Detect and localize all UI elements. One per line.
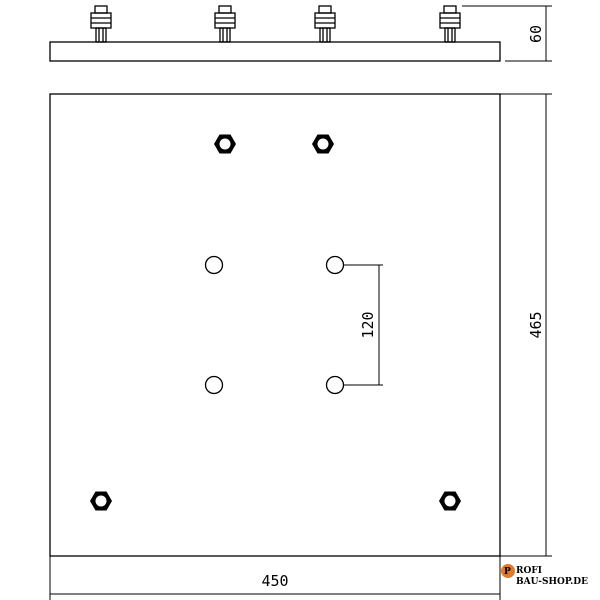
side-view	[49, 5, 501, 62]
dimension-label-120: 120	[359, 311, 377, 338]
top-view	[49, 93, 501, 557]
side-view-plate	[49, 41, 501, 62]
hex-nut-top-left	[214, 134, 236, 154]
mounting-hole-3	[204, 375, 224, 395]
dimension-hole-spacing	[343, 264, 383, 386]
side-stud-3	[314, 5, 336, 43]
dimension-height-plate	[500, 93, 552, 557]
hex-nut-top-right	[312, 134, 334, 154]
mounting-hole-1	[204, 255, 224, 275]
logo-text-line1: ROFI	[516, 566, 542, 576]
dimension-label-465: 465	[527, 311, 545, 338]
dimension-width-plate	[49, 556, 501, 600]
side-stud-4	[439, 5, 461, 43]
dimension-label-450: 450	[261, 572, 288, 590]
mounting-hole-2	[325, 255, 345, 275]
top-view-plate	[49, 93, 501, 557]
shop-logo: P ROFI BAU-SHOP.DE	[501, 564, 588, 587]
side-stud-2	[214, 5, 236, 43]
mounting-hole-4	[325, 375, 345, 395]
side-stud-1	[90, 5, 112, 43]
svg-text:P: P	[504, 567, 511, 577]
hex-nut-bottom-left	[90, 491, 112, 511]
logo-mark-icon	[501, 564, 515, 578]
dimension-label-60: 60	[527, 25, 545, 43]
logo-text-line2: BAU-SHOP.DE	[516, 577, 588, 587]
hex-nut-bottom-right	[439, 491, 461, 511]
dimension-height-side	[462, 5, 552, 62]
